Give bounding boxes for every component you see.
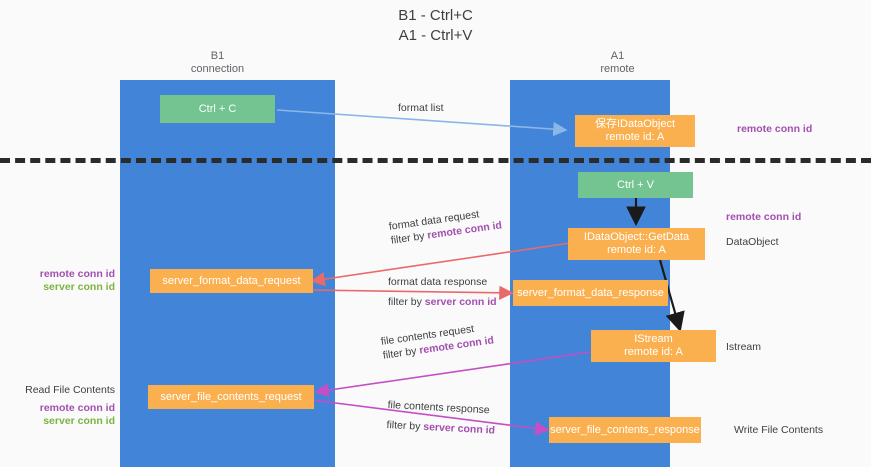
edge-label-format-list-text: format list (398, 102, 444, 114)
page-title: B1 - Ctrl+C A1 - Ctrl+V (0, 6, 871, 46)
box-idataobject-getdata-line2: remote id: A (607, 244, 666, 256)
page-title-line-2: A1 - Ctrl+V (398, 27, 473, 44)
box-server-format-data-request[interactable]: server_format_data_request (150, 269, 313, 293)
annotation-right-remote-conn-id-top: remote conn id (737, 123, 813, 135)
edge-label-file-contents-response-text: file contents response (387, 398, 490, 417)
box-server-file-contents-response[interactable]: server_file_contents_response (549, 417, 701, 443)
box-istream-line2: remote id: A (624, 346, 683, 358)
annotation-left-server-conn-id-bot: server conn id (43, 415, 115, 427)
filter-key-server-conn-id: server conn id (424, 296, 497, 308)
filter-prefix: filter by (390, 229, 429, 247)
box-server-file-contents-request-label: server_file_contents_request (160, 390, 302, 403)
filter-prefix: filter by (386, 418, 424, 433)
annotation-dataobject: DataObject (726, 236, 779, 248)
edge-label-file-contents-request: file contents request filter by remote c… (380, 319, 495, 362)
box-server-format-data-response[interactable]: server_format_data_response (513, 280, 668, 306)
annotation-read-file-contents: Read File Contents (25, 384, 115, 396)
column-header-b1-name: B1 (210, 50, 225, 62)
box-idataobject-getdata-line1: IDataObject::GetData (583, 231, 690, 243)
filter-key-server-conn-id: server conn id (422, 420, 496, 437)
annotation-left-remote-conn-id-bot: remote conn id (39, 402, 115, 414)
annotation-left-server-conn-id-mid: server conn id (43, 281, 115, 293)
filter-prefix: filter by (382, 344, 421, 362)
box-save-idataobject[interactable]: 保存IDataObject remote id: A (575, 115, 695, 147)
box-ctrl-v[interactable]: Ctrl + V (578, 172, 693, 198)
box-istream-line1: IStream (634, 333, 673, 345)
box-istream[interactable]: IStream remote id: A (591, 330, 716, 362)
annotation-left-remote-conn-id-mid: remote conn id (39, 268, 115, 280)
box-ctrl-c-label: Ctrl + C (198, 102, 237, 115)
column-header-b1: B1 connection (150, 50, 285, 76)
edge-label-file-contents-response-filter: filter by server conn id (386, 418, 495, 438)
annotation-istream: Istream (726, 341, 762, 353)
box-ctrl-v-label: Ctrl + V (617, 178, 654, 191)
column-header-a1-name: A1 (610, 50, 625, 62)
annotation-write-file-contents: Write File Contents (734, 424, 824, 436)
column-header-b1-role: connection (190, 63, 245, 75)
section-divider (0, 158, 871, 163)
box-save-idataobject-line2: remote id: A (605, 131, 665, 143)
box-server-format-data-response-label: server_format_data_response (517, 286, 664, 299)
edge-label-format-data-response-filter: filter by server conn id (388, 295, 497, 309)
column-header-a1-role: remote (600, 63, 635, 75)
edge-label-format-data-response-text: format data response (388, 276, 488, 288)
edge-label-format-data-request: format data request filter by remote con… (388, 204, 503, 247)
box-idataobject-getdata[interactable]: IDataObject::GetData remote id: A (568, 228, 705, 260)
edge-label-format-list: format list (398, 101, 444, 115)
column-header-a1: A1 remote (550, 50, 685, 76)
box-server-format-data-request-label: server_format_data_request (162, 274, 301, 287)
annotation-right-remote-conn-id-mid: remote conn id (726, 211, 802, 223)
page-title-line-1: B1 - Ctrl+C (398, 7, 473, 24)
box-server-file-contents-request[interactable]: server_file_contents_request (148, 385, 314, 409)
box-save-idataobject-line1: 保存IDataObject (594, 118, 676, 130)
box-server-file-contents-response-label: server_file_contents_response (550, 423, 700, 436)
box-ctrl-c[interactable]: Ctrl + C (160, 95, 275, 123)
edge-label-format-data-response: format data response filter by server co… (388, 275, 497, 309)
edge-label-file-contents-response: file contents response filter by server … (386, 398, 496, 438)
filter-prefix: filter by (388, 296, 425, 308)
